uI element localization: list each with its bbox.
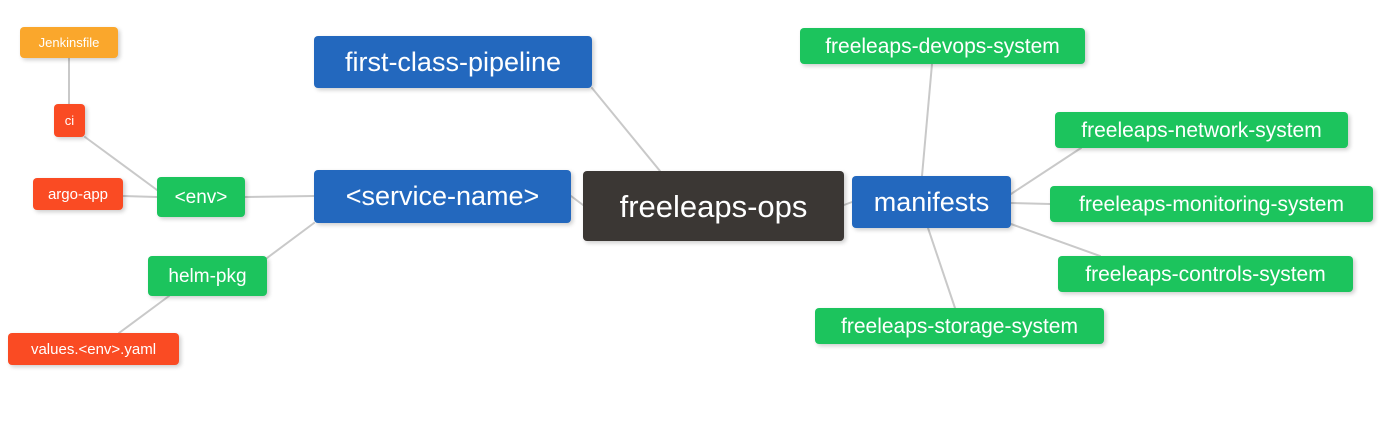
mindmap-node-service-name[interactable]: <service-name> <box>314 170 571 223</box>
mindmap-node-label-env: <env> <box>174 186 228 208</box>
edge-env-to-argo-app <box>122 195 158 198</box>
mindmap-node-values-env-yaml[interactable]: values.<env>.yaml <box>8 333 179 365</box>
edge-manifests-to-freeleaps-devops-system <box>921 63 933 177</box>
mindmap-node-freeleaps-network-system[interactable]: freeleaps-network-system <box>1055 112 1348 148</box>
mindmap-node-freeleaps-monitoring-system[interactable]: freeleaps-monitoring-system <box>1050 186 1373 222</box>
edge-freeleaps-ops-to-service-name <box>570 195 584 206</box>
mindmap-node-freeleaps-storage-system[interactable]: freeleaps-storage-system <box>815 308 1104 344</box>
edge-helm-pkg-to-values-env-yaml <box>118 295 170 334</box>
edge-manifests-to-freeleaps-monitoring-system <box>1010 202 1051 205</box>
mindmap-node-helm-pkg[interactable]: helm-pkg <box>148 256 267 296</box>
mindmap-node-freeleaps-controls-system[interactable]: freeleaps-controls-system <box>1058 256 1353 292</box>
edge-freeleaps-ops-to-manifests <box>843 201 853 206</box>
mindmap-node-label-helm-pkg: helm-pkg <box>168 265 247 287</box>
mindmap-node-label-freeleaps-ops: freeleaps-ops <box>619 188 808 224</box>
mindmap-node-label-values-env-yaml: values.<env>.yaml <box>30 340 157 358</box>
mindmap-node-freeleaps-devops-system[interactable]: freeleaps-devops-system <box>800 28 1085 64</box>
mindmap-node-label-service-name: <service-name> <box>345 181 540 211</box>
mindmap-node-ci[interactable]: ci <box>54 104 85 137</box>
mindmap-node-jenkinsfile[interactable]: Jenkinsfile <box>20 27 118 58</box>
mindmap-node-label-freeleaps-network-system: freeleaps-network-system <box>1081 118 1322 142</box>
mindmap-node-first-class-pipeline[interactable]: first-class-pipeline <box>314 36 592 88</box>
mindmap-node-manifests[interactable]: manifests <box>852 176 1011 228</box>
edge-manifests-to-freeleaps-storage-system <box>927 227 956 309</box>
mindmap-node-label-manifests: manifests <box>873 186 990 217</box>
mindmap-node-label-freeleaps-storage-system: freeleaps-storage-system <box>841 314 1078 338</box>
edge-manifests-to-freeleaps-controls-system <box>1010 223 1101 257</box>
mindmap-node-argo-app[interactable]: argo-app <box>33 178 123 210</box>
edge-service-name-to-env <box>244 195 315 198</box>
mindmap-node-label-freeleaps-controls-system: freeleaps-controls-system <box>1085 262 1326 286</box>
mindmap-node-label-freeleaps-monitoring-system: freeleaps-monitoring-system <box>1079 192 1344 216</box>
mindmap-node-env[interactable]: <env> <box>157 177 245 217</box>
mindmap-node-label-first-class-pipeline: first-class-pipeline <box>344 46 562 77</box>
edge-freeleaps-ops-to-first-class-pipeline <box>591 87 661 172</box>
mindmap-node-label-argo-app: argo-app <box>47 185 109 203</box>
mindmap-node-label-ci: ci <box>64 113 75 128</box>
mindmap-node-label-freeleaps-devops-system: freeleaps-devops-system <box>825 34 1060 58</box>
mindmap-node-label-jenkinsfile: Jenkinsfile <box>38 35 100 50</box>
edge-service-name-to-helm-pkg <box>266 222 315 259</box>
mindmap-node-freeleaps-ops[interactable]: freeleaps-ops <box>583 171 844 241</box>
